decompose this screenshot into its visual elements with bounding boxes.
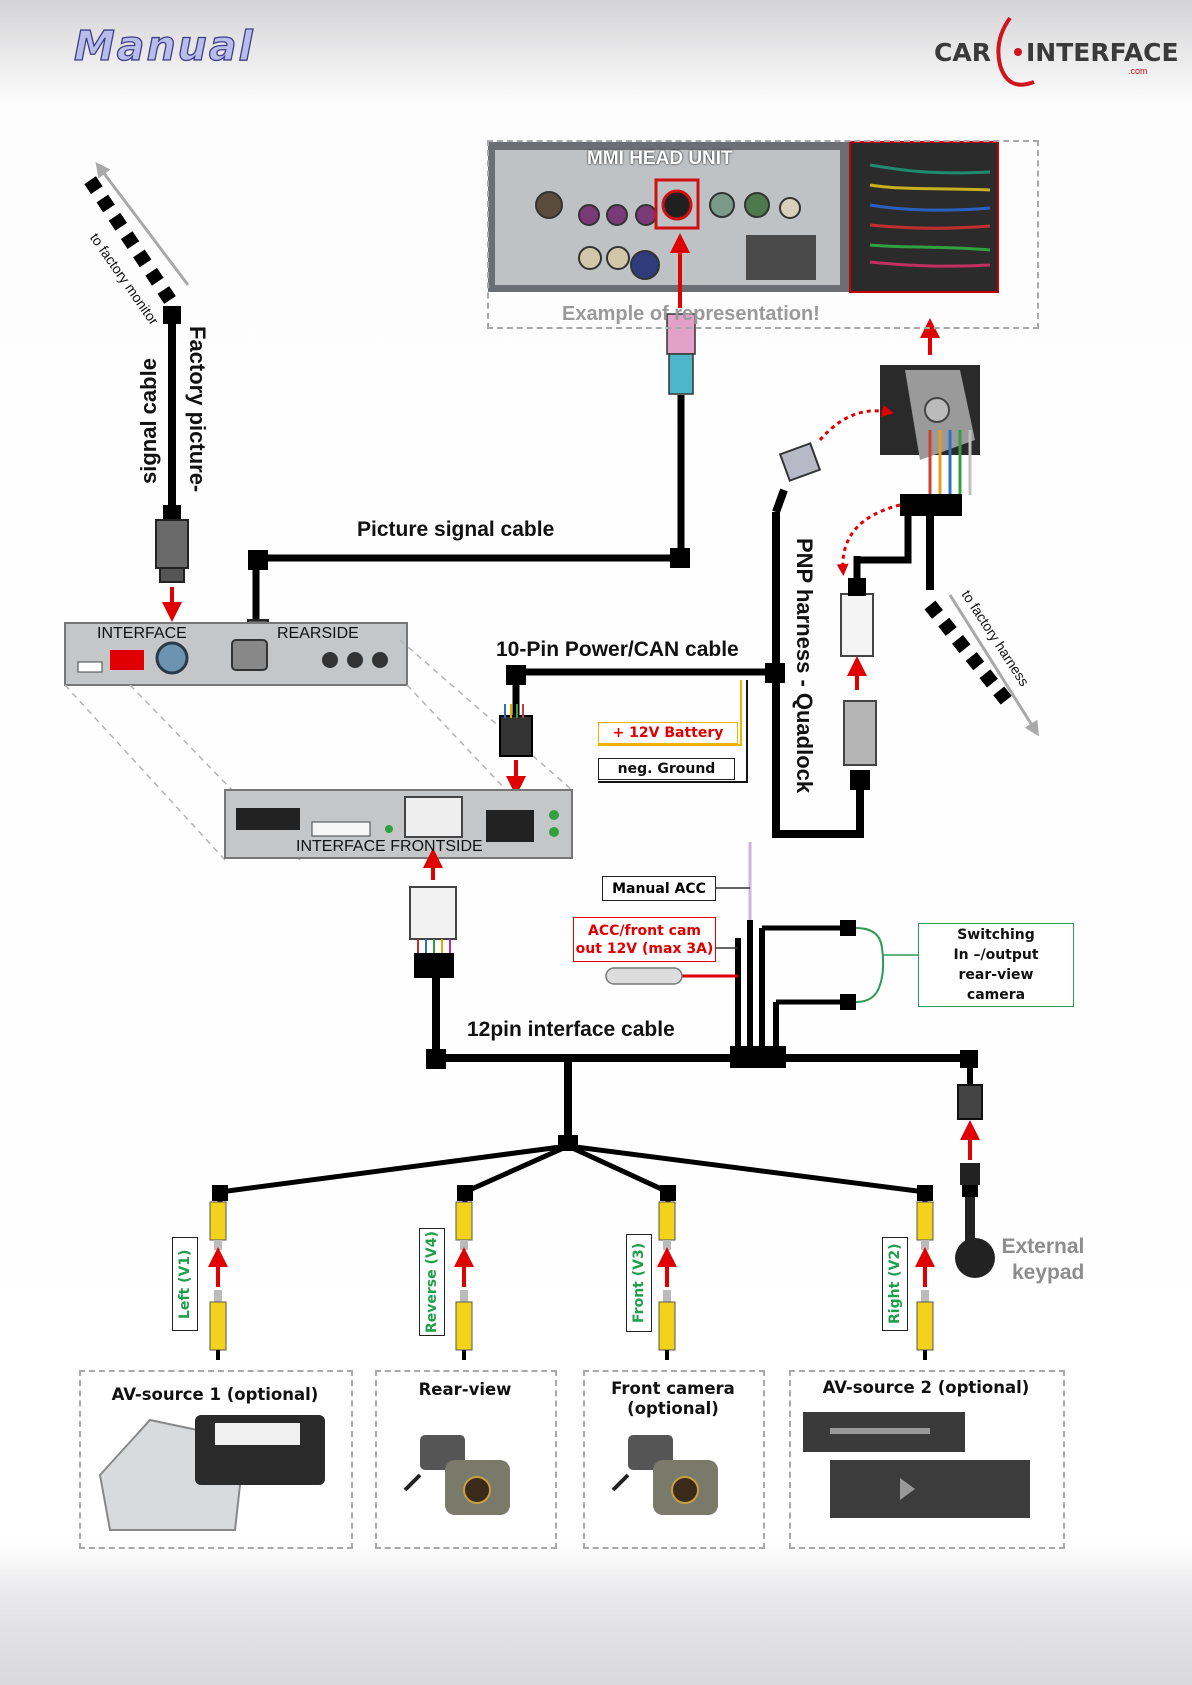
switching-line4: camera	[966, 987, 1026, 1003]
head-unit-photo	[488, 141, 999, 293]
rca-connectors	[208, 1201, 935, 1360]
av-source-1-device	[98, 1415, 325, 1531]
manual-acc-label: Manual ACC	[602, 876, 716, 901]
rear-view-title: Rear-view	[418, 1380, 512, 1399]
factory-cable-label-2: signal cable	[136, 358, 161, 484]
front-camera-title: Front camera (optional)	[586, 1379, 760, 1419]
battery-label: + 12V Battery	[598, 722, 738, 744]
interface-rearside-box	[64, 622, 408, 686]
brand-logo: CAR INTERFACE .com	[930, 10, 1179, 92]
av-source-2-frame	[789, 1370, 1065, 1549]
picture-signal-cable-label: Picture signal cable	[357, 518, 555, 541]
interface-rearside-label-right: REARSIDE	[277, 625, 359, 642]
video-input-reverse-label: Reverse (V4)	[419, 1228, 445, 1336]
video-input-left-label: Left (V1)	[172, 1237, 198, 1331]
ground-label: neg. Ground	[598, 758, 735, 780]
external-keypad-line1: External	[1001, 1235, 1085, 1258]
power-can-cable-label: 10-Pin Power/CAN cable	[496, 638, 739, 661]
switching-line2: In –/output	[953, 947, 1039, 963]
av-source-2-device	[803, 1412, 1030, 1518]
interface-rearside-label-left: INTERFACE	[97, 625, 187, 642]
rear-view-camera	[403, 1435, 510, 1515]
front-camera-frame	[583, 1370, 765, 1549]
quadlock-connector	[880, 365, 980, 516]
interface-frontside-box	[224, 789, 573, 859]
av-source-1-frame	[79, 1370, 353, 1549]
pnp-harness-label: PNP harness - Quadlock	[792, 538, 817, 794]
rear-view-frame	[375, 1370, 557, 1549]
external-keypad-label: External keypad	[1000, 1234, 1085, 1286]
fakra-connector	[666, 313, 696, 395]
video-input-front-label: Front (V3)	[626, 1234, 652, 1332]
logo-text-car: CAR	[934, 38, 991, 67]
av-source-2-title: AV-source 2 (optional)	[822, 1378, 1030, 1397]
interface-frontside-label: INTERFACE FRONTSIDE	[296, 838, 483, 855]
video-input-right-label: Right (V2)	[882, 1237, 908, 1331]
twelve-pin-cable-label: 12pin interface cable	[467, 1018, 675, 1041]
page-title: Manual	[73, 21, 255, 70]
acc-front-cam-label: ACC/front cam out 12V (max 3A)	[573, 917, 716, 962]
factory-cable-label-1: Factory picture-	[185, 326, 210, 493]
head-unit-title: MMI HEAD UNIT	[587, 148, 733, 169]
acc-front-cam-line1: ACC/front cam	[588, 922, 701, 939]
acc-front-cam-line2: out 12V (max 3A)	[575, 940, 714, 957]
front-camera-title-line1: Front camera	[611, 1379, 735, 1398]
front-camera-title-line2: (optional)	[627, 1399, 719, 1418]
front-camera-device	[611, 1435, 718, 1515]
switching-line3: rear-view	[958, 967, 1034, 983]
head-unit-frame	[487, 140, 1039, 329]
external-keypad-line2: keypad	[1012, 1261, 1085, 1284]
switching-line1: Switching	[957, 927, 1035, 943]
switching-label: Switching In –/output rear-view camera	[918, 923, 1074, 1007]
logo-swoosh-icon	[996, 16, 1035, 87]
head-unit-note: Example of representation!	[562, 303, 820, 325]
logo-suffix: .com	[1128, 66, 1148, 76]
logo-text-interface: INTERFACE	[1026, 38, 1179, 67]
av-source-1-title: AV-source 1 (optional)	[111, 1385, 319, 1404]
